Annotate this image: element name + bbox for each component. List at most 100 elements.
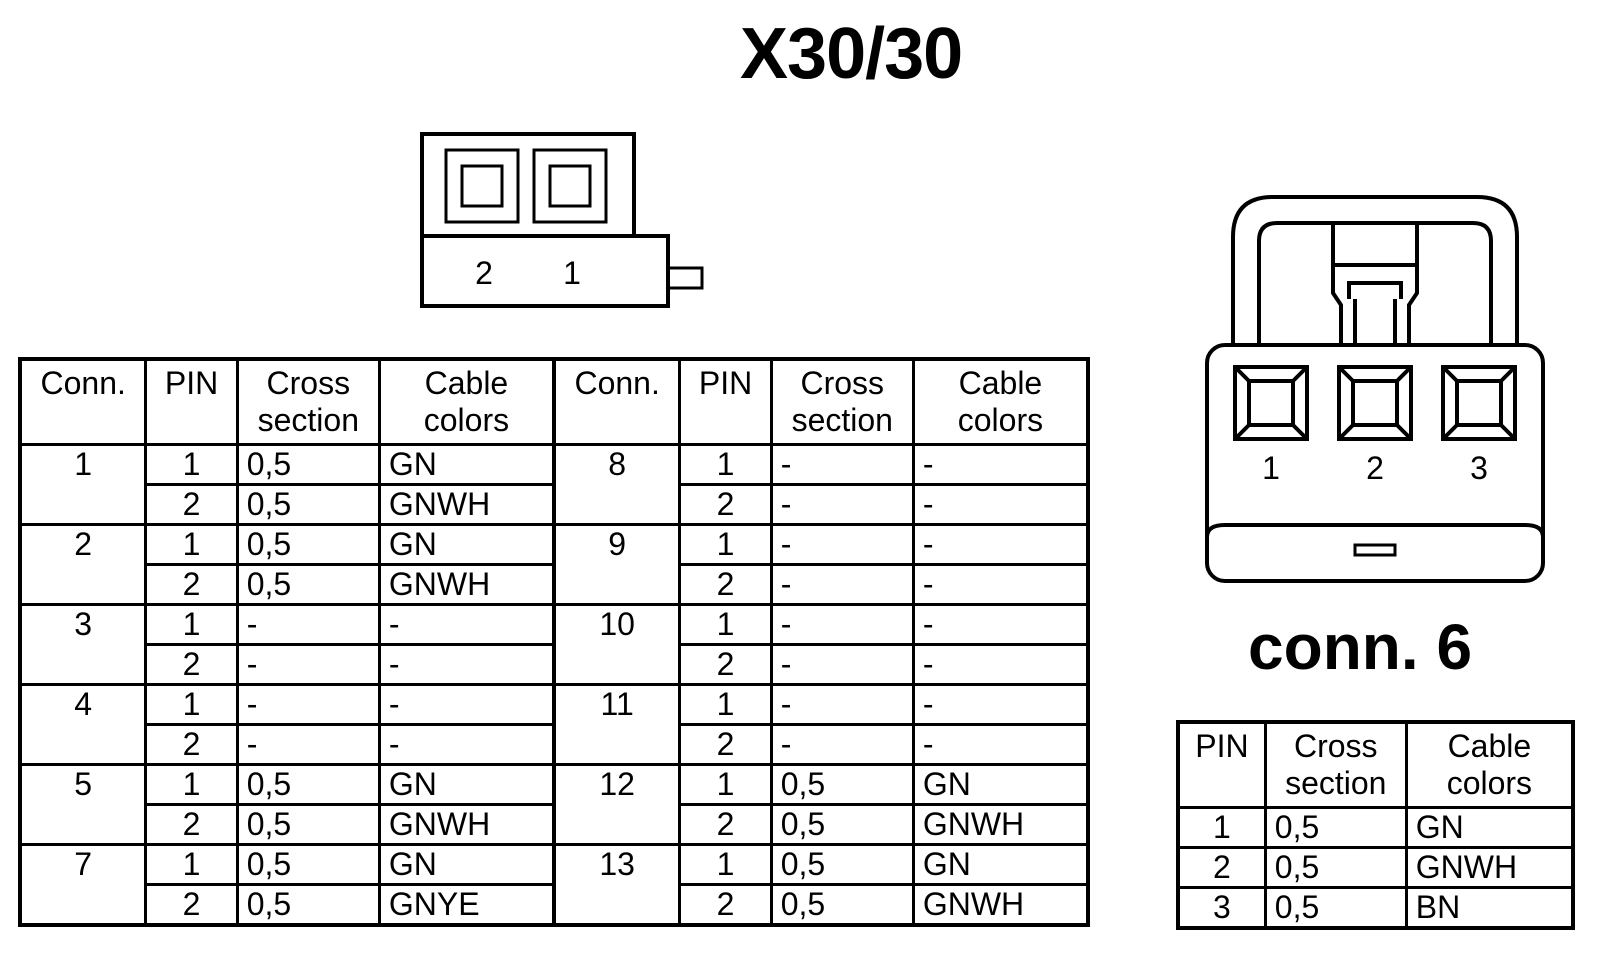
cable-color-cell: GNWH xyxy=(377,482,556,526)
pin-cell: 2 xyxy=(144,482,239,526)
cable-color-cell: - xyxy=(911,562,1090,606)
conn-cell: 2 xyxy=(18,522,148,606)
table-row: 2 0,5 GNWH 2 0,5 GNWH xyxy=(20,802,1090,846)
conn6-pin-label: 2 xyxy=(1366,450,1384,486)
pin-cell: 2 xyxy=(144,642,239,686)
pin-cell: 1 xyxy=(678,762,773,806)
pin-cell: 2 xyxy=(678,482,773,526)
pin-cell: 1 xyxy=(144,522,239,566)
pin-cell: 2 xyxy=(144,802,239,846)
cable-color-cell: GNWH xyxy=(377,562,556,606)
pin-cell: 1 xyxy=(678,442,773,486)
cable-color-cell: GN xyxy=(377,522,556,566)
connector-6-drawing: 1 2 3 xyxy=(1205,195,1545,583)
pin-cell: 1 xyxy=(144,682,239,726)
cable-color-cell: GN xyxy=(1404,805,1575,849)
conn6-title: conn. 6 xyxy=(1248,611,1473,683)
header-conn: Conn. xyxy=(551,357,682,446)
table-row: 3 1 - - 10 1 - - xyxy=(18,602,1090,686)
header-pin: PIN xyxy=(678,357,773,446)
cross-section-cell: 0,5 xyxy=(235,442,381,486)
conn-cell: 4 xyxy=(18,682,148,766)
cable-color-cell: GNWH xyxy=(911,882,1090,927)
cable-color-cell: - xyxy=(377,682,556,726)
cross-section-cell: - xyxy=(769,562,915,606)
pin-cell: 1 xyxy=(144,442,239,486)
cable-color-cell: - xyxy=(377,722,556,766)
cross-section-cell: 0,5 xyxy=(769,802,915,846)
header-pin: PIN xyxy=(144,357,239,446)
conn-cell: 7 xyxy=(18,842,148,927)
conn-cell: 13 xyxy=(551,842,682,927)
table-row: 2 0,5 GNYE 2 0,5 GNWH xyxy=(20,882,1090,927)
cross-section-cell: - xyxy=(769,642,915,686)
header-cable-colors: Cable colors xyxy=(1404,720,1575,809)
cable-color-cell: GN xyxy=(377,762,556,806)
conn6-pin-label: 1 xyxy=(1262,450,1280,486)
cross-section-cell: - xyxy=(235,682,381,726)
cable-color-cell: - xyxy=(377,642,556,686)
cross-section-cell: 0,5 xyxy=(769,842,915,886)
pin-cell: 2 xyxy=(678,882,773,927)
pin-cell: 2 xyxy=(678,802,773,846)
cable-color-cell: - xyxy=(911,642,1090,686)
cable-color-cell: GN xyxy=(911,842,1090,886)
header-cross-section: Cross section xyxy=(1263,720,1408,809)
cross-section-cell: 0,5 xyxy=(769,882,915,927)
header-cross-section: Cross section xyxy=(769,357,915,446)
header-cable-colors: Cable colors xyxy=(911,357,1090,446)
cross-section-cell: 0,5 xyxy=(235,842,381,886)
table-row: 1 0,5 GN xyxy=(1176,805,1575,849)
small-connector-pin-label: 1 xyxy=(563,255,581,291)
conn-cell: 12 xyxy=(551,762,682,846)
cable-color-cell: - xyxy=(911,442,1090,486)
cable-color-cell: - xyxy=(911,722,1090,766)
table-header-row: Conn. PIN Cross section Cable colors Con… xyxy=(18,357,1090,446)
pin-cell: 1 xyxy=(678,602,773,646)
cross-section-cell: 0,5 xyxy=(1263,885,1408,930)
cable-color-cell: - xyxy=(911,602,1090,646)
small-connector-pin-label: 2 xyxy=(475,255,493,291)
conn6-table: PIN Cross section Cable colors 1 0,5 GN … xyxy=(1176,720,1575,930)
table-row: 7 1 0,5 GN 13 1 0,5 GN xyxy=(18,842,1090,927)
table-row: 4 1 - - 11 1 - - xyxy=(18,682,1090,766)
cable-color-cell: - xyxy=(911,682,1090,726)
cross-section-cell: - xyxy=(235,602,381,646)
pin-cell: 2 xyxy=(678,642,773,686)
pin-cell: 2 xyxy=(1176,845,1267,889)
cross-section-cell: - xyxy=(769,482,915,526)
conn-cell: 5 xyxy=(18,762,148,846)
cross-section-cell: 0,5 xyxy=(1263,805,1408,849)
header-cross-section: Cross section xyxy=(235,357,381,446)
cross-section-cell: 0,5 xyxy=(235,882,381,927)
cable-color-cell: GNWH xyxy=(911,802,1090,846)
table-row: 5 1 0,5 GN 12 1 0,5 GN xyxy=(18,762,1090,846)
conn-cell: 11 xyxy=(551,682,682,766)
cross-section-cell: - xyxy=(235,642,381,686)
cross-section-cell: - xyxy=(769,722,915,766)
connector-x30-drawing: 2 1 xyxy=(420,132,704,308)
wiring-table: Conn. PIN Cross section Cable colors Con… xyxy=(18,357,1090,927)
header-cable-colors: Cable colors xyxy=(377,357,556,446)
cable-color-cell: GN xyxy=(911,762,1090,806)
table-row: 3 0,5 BN xyxy=(1176,885,1575,930)
table-row: 2 1 0,5 GN 9 1 - - xyxy=(18,522,1090,606)
table-header-row: PIN Cross section Cable colors xyxy=(1176,720,1575,809)
cross-section-cell: 0,5 xyxy=(769,762,915,806)
pin-cell: 2 xyxy=(144,882,239,927)
table-row: 2 0,5 GNWH 2 - - xyxy=(20,562,1090,606)
conn-cell: 9 xyxy=(551,522,682,606)
conn-cell: 1 xyxy=(18,442,148,526)
pin-cell: 2 xyxy=(144,562,239,606)
cross-section-cell: - xyxy=(769,682,915,726)
pin-cell: 2 xyxy=(144,722,239,766)
pin-cell: 2 xyxy=(678,722,773,766)
cable-color-cell: BN xyxy=(1404,885,1575,930)
pin-cell: 2 xyxy=(678,562,773,606)
cross-section-cell: 0,5 xyxy=(235,762,381,806)
cable-color-cell: - xyxy=(377,602,556,646)
table-row: 1 1 0,5 GN 8 1 - - xyxy=(18,442,1090,526)
pin-cell: 1 xyxy=(678,842,773,886)
pin-cell: 1 xyxy=(144,602,239,646)
cross-section-cell: - xyxy=(769,522,915,566)
